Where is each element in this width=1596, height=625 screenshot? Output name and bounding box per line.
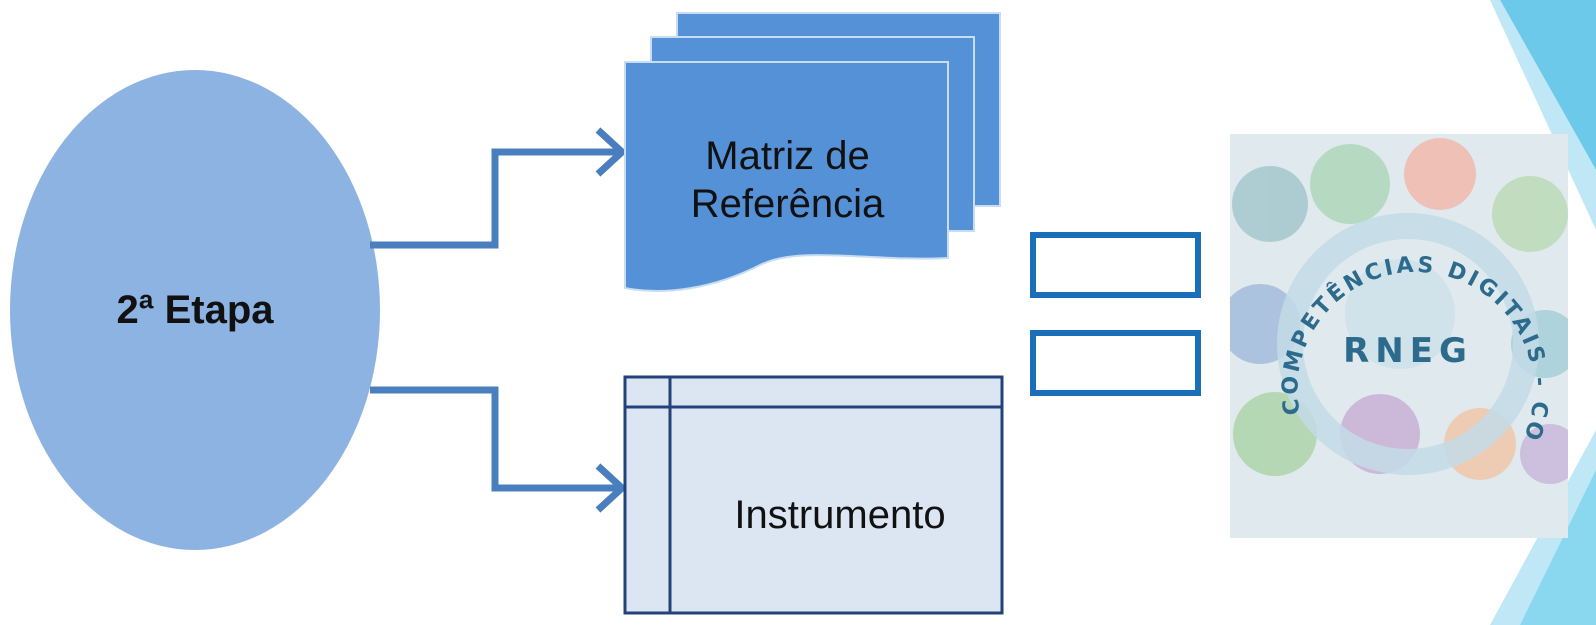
logo-center-text: RNEG <box>1343 331 1473 371</box>
matrix-label: Matriz de Referência <box>690 134 885 226</box>
instrument-body <box>623 375 1004 615</box>
multi-document-shape <box>624 12 1001 293</box>
stage-label: 2ª Etapa <box>116 288 274 332</box>
stage-ellipse <box>10 70 380 550</box>
arrowhead-instrument <box>595 463 628 513</box>
equals-box-bottom <box>1030 330 1201 396</box>
connector-to-instrument <box>370 386 620 492</box>
instrument-label: Instrumento <box>734 493 946 537</box>
corner-triangle-bottom <box>1520 470 1596 625</box>
compdig-logo: COMPETÊNCIAS DIGITAIS - COMPDIG RNEG <box>1230 134 1568 538</box>
connector-to-matrix <box>370 148 620 249</box>
equals-box-top <box>1030 232 1201 298</box>
internal-storage-shape <box>623 375 1004 615</box>
arrowhead-matrix <box>595 127 628 177</box>
corner-band-top <box>1490 0 1596 230</box>
document-front-sheet <box>624 61 949 293</box>
